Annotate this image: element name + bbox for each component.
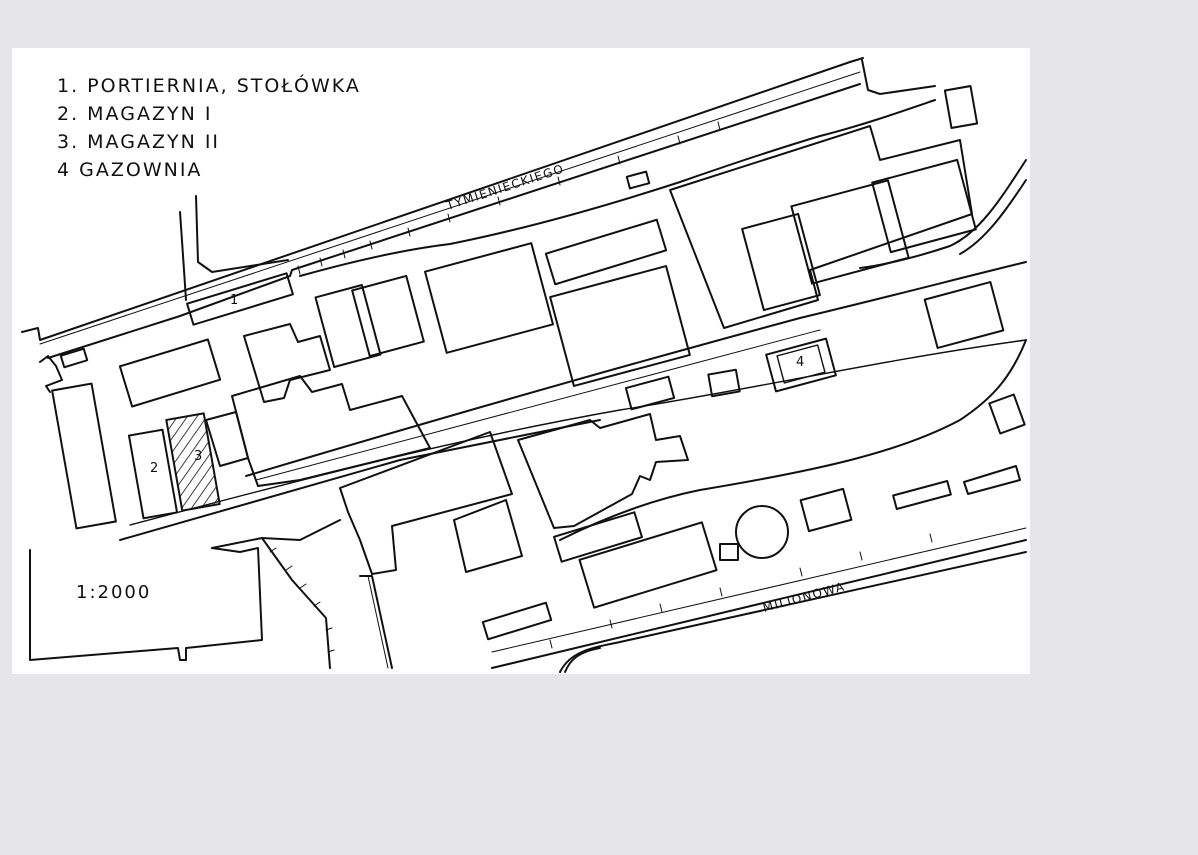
street-label-north: TYMIENIECKIEGO [444,161,567,213]
scale-label: 1:2000 [76,582,151,603]
legend-item-3: 3. MAGAZYN II [57,131,221,153]
side-street-west-2 [195,195,289,273]
building-east-square [923,281,1005,349]
building-ne-inner-1 [741,212,821,312]
road-south-2 [129,339,1027,526]
building-south-2 [517,413,689,529]
building-northeast-1 [669,125,973,329]
building-south-7 [719,543,739,561]
road-southwest-2 [261,537,331,669]
street-edge-south-outer [491,539,1027,669]
building-west-a [118,338,222,408]
street-kerb-north [861,59,936,95]
building-south-6 [481,601,553,641]
building-south-4 [553,511,643,563]
building-south-5 [578,521,718,609]
building-court-3 [351,274,425,358]
road-southwest-4 [367,575,389,669]
building-label-1: 1 [230,293,238,308]
rail-curve-east-2 [959,179,1027,255]
building-small-nw [59,347,89,369]
legend-item-1: 1. PORTIERNIA, STOŁÓWKA [57,75,361,97]
building-court-2 [314,284,382,368]
road-southwest-3 [359,575,393,669]
building-east-small-2 [624,375,676,411]
fence-ticks-south [549,533,933,649]
fence-ticks-north [297,121,721,275]
building-center-1 [424,242,554,354]
street-label-south: MILIONOWA [761,579,847,614]
building-ne-small [943,85,979,129]
building-south-3 [453,499,523,573]
street-curve-south [564,647,601,673]
building-center-small [544,218,668,286]
road-southwest [211,519,341,549]
site-boundary-west [39,355,63,393]
road-south-1 [119,419,601,541]
building-magazyn-2 [165,412,221,512]
scale-block [29,547,263,661]
side-street-west [179,211,187,301]
rail-curve-east-3 [559,339,1027,541]
building-gazownia [765,337,837,393]
building-south-9 [892,479,952,511]
building-south-8 [799,487,853,533]
fence-ticks-southwest [269,547,335,653]
rail-line-1 [245,261,1027,477]
site-boundary-north [299,99,936,277]
building-ne-inner-2 [790,179,910,285]
building-label-2: 2 [150,461,158,476]
building-center-2 [549,265,691,387]
building-magazyn-1 [127,428,179,520]
legend: 1. PORTIERNIA, STOŁÓWKA 2. MAGAZYN I 3. … [57,72,361,184]
building-label-4: 4 [796,355,804,370]
building-south-10 [963,465,1021,495]
legend-item-4: 4 GAZOWNIA [57,159,203,181]
building-west-long [51,382,117,530]
gas-tank [735,505,789,559]
building-label-3: 3 [194,449,202,464]
street-edge-north-inner [47,83,861,359]
street-edge-south-inner [559,551,1027,673]
building-portiernia-stolowka [186,272,294,326]
map-sheet [12,48,1030,674]
building-gazownia-inner [776,344,826,384]
fence-south [491,527,1027,653]
building-court-1 [243,323,331,403]
fence-north [39,71,861,345]
building-central-west [231,375,431,487]
building-south-1 [339,431,513,575]
building-east-small-1 [707,368,741,398]
street-edge-north-outer [21,57,864,341]
building-ne-inner-3 [871,158,977,254]
rail-line-2 [255,329,821,481]
building-ne-shed [625,170,651,190]
legend-item-2: 2. MAGAZYN I [57,103,213,125]
building-east-small-3 [988,393,1026,435]
